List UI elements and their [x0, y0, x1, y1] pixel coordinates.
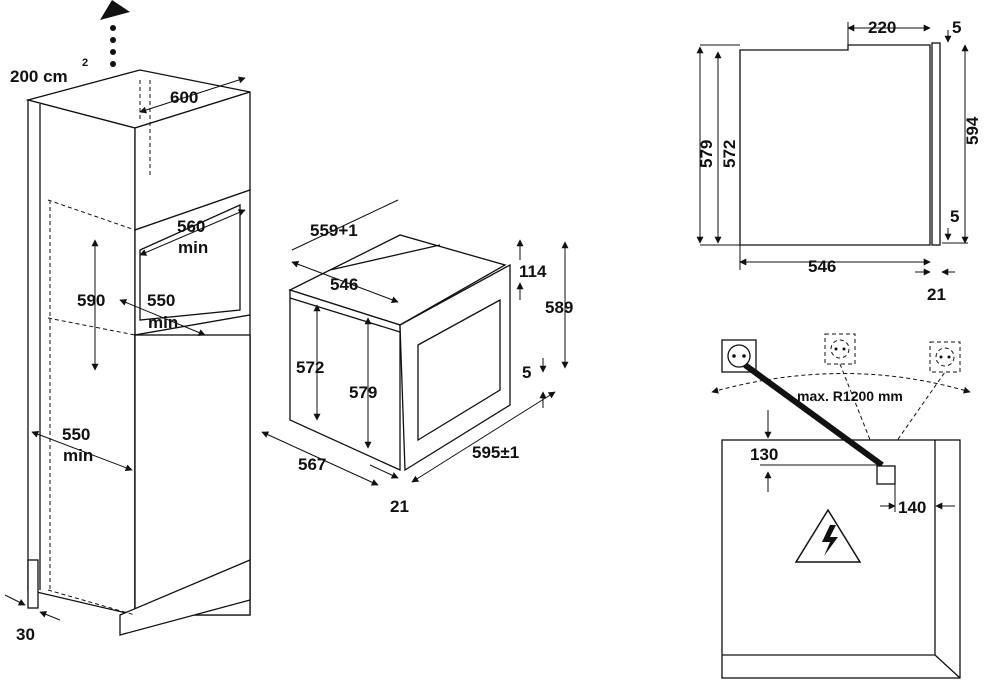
- niche-depth-label: 560: [177, 217, 205, 236]
- side-front-thickness-label: 21: [927, 285, 946, 304]
- top-depth-label: 220: [868, 18, 896, 37]
- inner-height-label: 572: [720, 140, 739, 168]
- cabinet-depth-min-label: min: [63, 446, 93, 465]
- top-offset-label: 130: [750, 445, 778, 464]
- front-thickness-label: 21: [390, 497, 409, 516]
- niche-width-label: 550: [147, 291, 175, 310]
- electric-hazard-icon: [794, 508, 862, 563]
- niche-height-label-oven: 579: [349, 383, 377, 402]
- oven-3d-drawing: 559+1 546 114 589 572 579 5 567 595±1 21: [261, 199, 573, 516]
- niche-width-min-label: min: [148, 313, 178, 332]
- radius-label: max. R1200 mm: [797, 388, 903, 404]
- front-height-label: 594: [963, 116, 982, 145]
- alt-socket-icon: [824, 333, 856, 365]
- inner-width-label: 546: [330, 275, 358, 294]
- tall-cabinet-drawing: 200 cm 2 600 560 min 590 550 min 550 min…: [4, 0, 251, 644]
- rear-gap-label: 30: [16, 625, 35, 644]
- vent-area-superscript: 2: [82, 57, 88, 69]
- top-width-label: 559+1: [310, 221, 358, 240]
- front-width-label: 595±1: [472, 443, 519, 462]
- airflow-dots: [110, 25, 116, 67]
- airflow-arrow-icon: [100, 0, 130, 20]
- top-gap-label: 5: [952, 18, 961, 37]
- cabinet-width-label: 600: [170, 88, 198, 107]
- panel-height-label: 114: [519, 262, 547, 281]
- depth-label: 567: [298, 455, 326, 474]
- side-depth-label: 546: [808, 257, 836, 276]
- side-view-drawing: 220 5 579 572 594 5 546 21: [696, 18, 982, 304]
- cabinet-depth-label: 550: [62, 425, 90, 444]
- bottom-gap-label: 5: [522, 363, 531, 382]
- bottom-gap-label-side: 5: [950, 207, 959, 226]
- socket-placement-drawing: max. R1200 mm 130 140: [711, 333, 971, 679]
- total-height-label: 589: [545, 298, 573, 317]
- niche-depth-min-label: min: [178, 238, 208, 257]
- outer-height-label: 579: [697, 140, 716, 168]
- body-height-label: 572: [296, 358, 324, 377]
- niche-height-label: 590: [77, 291, 105, 310]
- side-offset-label: 140: [898, 498, 926, 517]
- alt-socket-icon: [929, 341, 961, 373]
- vent-area-label: 200 cm: [10, 67, 68, 86]
